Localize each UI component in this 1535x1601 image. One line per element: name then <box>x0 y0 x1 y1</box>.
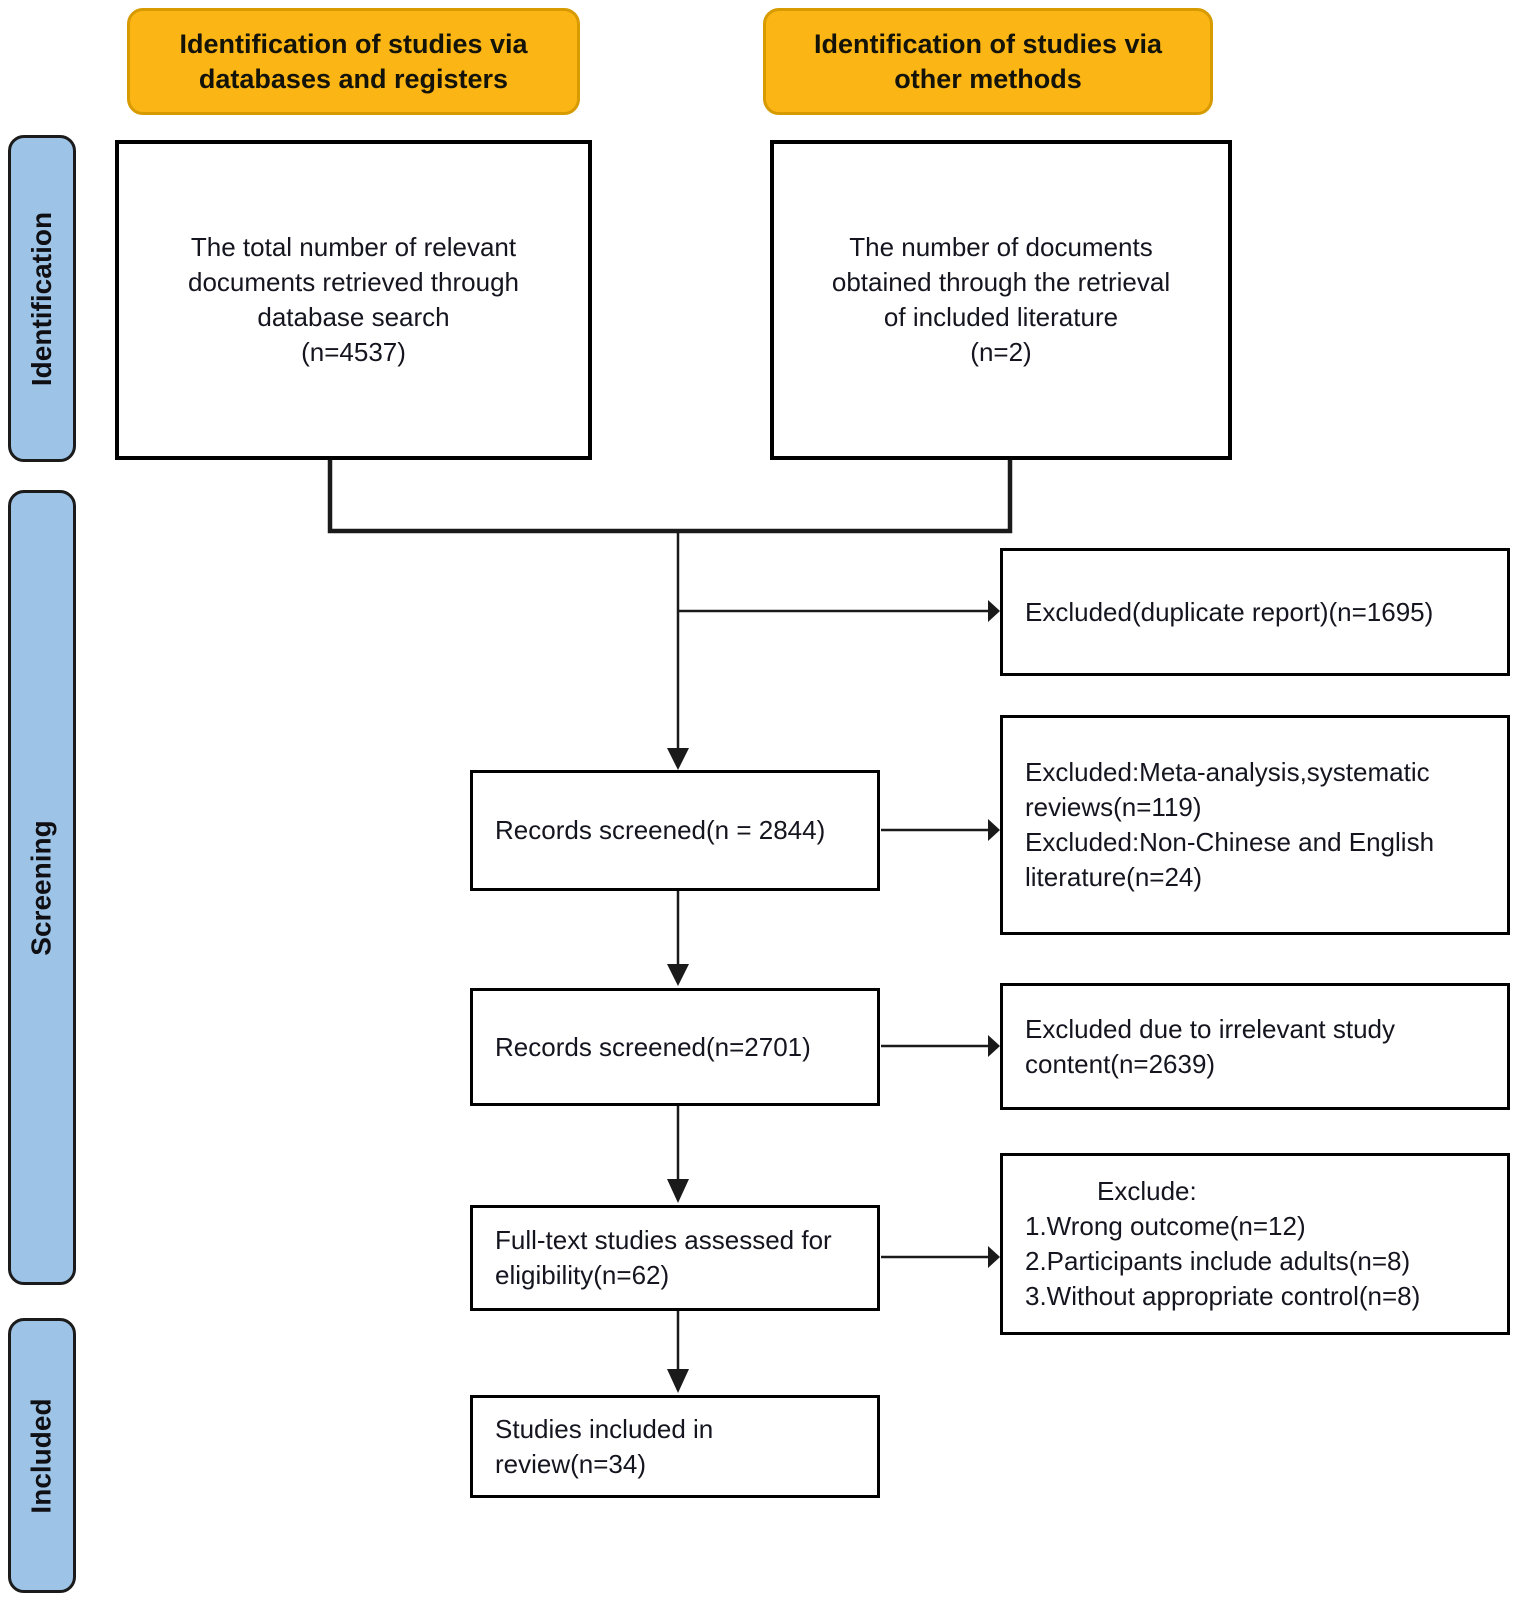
box-fulltext-assessed: Full-text studies assessed for eligibili… <box>470 1205 880 1311</box>
box-excluded-meta: Excluded:Meta-analysis,systematic review… <box>1000 715 1510 935</box>
arrow-to-fulltext <box>667 1179 689 1203</box>
arrow-to-records-screened-1 <box>667 748 689 770</box>
box-exclude-list-items: 1.Wrong outcome(n=12) 2.Participants inc… <box>1025 1211 1421 1311</box>
arrow-to-exclude-list <box>988 1246 1000 1268</box>
box-records-screened-2: Records screened(n=2701) <box>470 988 880 1106</box>
stage-bar-identification: Identification <box>8 135 76 462</box>
stage-bar-included: Included <box>8 1318 76 1593</box>
box-excluded-irrelevant-text: Excluded due to irrelevant study content… <box>1025 1013 1395 1079</box>
stage-screening-label: Screening <box>26 819 58 956</box>
stage-bar-screening: Screening <box>8 490 76 1285</box>
box-records-screened-1: Records screened(n = 2844) <box>470 770 880 891</box>
arrow-to-records-screened-2 <box>667 964 689 986</box>
box-excluded-duplicates-text: Excluded(duplicate report)(n=1695) <box>1025 596 1434 627</box>
box-database-search-text: The total number of relevant documents r… <box>188 232 519 367</box>
header-databases-label: Identification of studies via databases … <box>179 28 528 94</box>
arrow-to-excluded-duplicates <box>988 600 1000 622</box>
arrow-to-excluded-irrelevant <box>988 1035 1000 1057</box>
header-other-methods-label: Identification of studies via other meth… <box>813 28 1163 94</box>
box-excluded-meta-text: Excluded:Meta-analysis,systematic review… <box>1025 757 1435 892</box>
box-studies-included: Studies included in review(n=34) <box>470 1395 880 1498</box>
box-records-screened-2-text: Records screened(n=2701) <box>495 1031 811 1062</box>
box-database-search: The total number of relevant documents r… <box>115 140 592 460</box>
merge-connector-line <box>327 458 1013 534</box>
arrow-to-excluded-meta <box>988 819 1000 841</box>
box-excluded-irrelevant: Excluded due to irrelevant study content… <box>1000 983 1510 1110</box>
header-databases-registers: Identification of studies via databases … <box>127 8 580 115</box>
arrow-to-included <box>667 1369 689 1393</box>
box-records-screened-1-text: Records screened(n = 2844) <box>495 815 826 845</box>
header-other-methods: Identification of studies via other meth… <box>763 8 1213 115</box>
box-exclude-list-header: Exclude: <box>1097 1176 1197 1206</box>
box-excluded-duplicates: Excluded(duplicate report)(n=1695) <box>1000 548 1510 676</box>
box-fulltext-assessed-text: Full-text studies assessed for eligibili… <box>495 1225 832 1290</box>
stage-included-label: Included <box>26 1397 57 1514</box>
box-studies-included-text: Studies included in review(n=34) <box>495 1413 714 1479</box>
box-other-methods-text: The number of documents obtained through… <box>831 232 1171 367</box>
box-other-methods: The number of documents obtained through… <box>770 140 1232 460</box>
stage-identification-label: Identification <box>26 211 58 386</box>
box-exclude-list: Exclude: 1.Wrong outcome(n=12) 2.Partici… <box>1000 1153 1510 1335</box>
